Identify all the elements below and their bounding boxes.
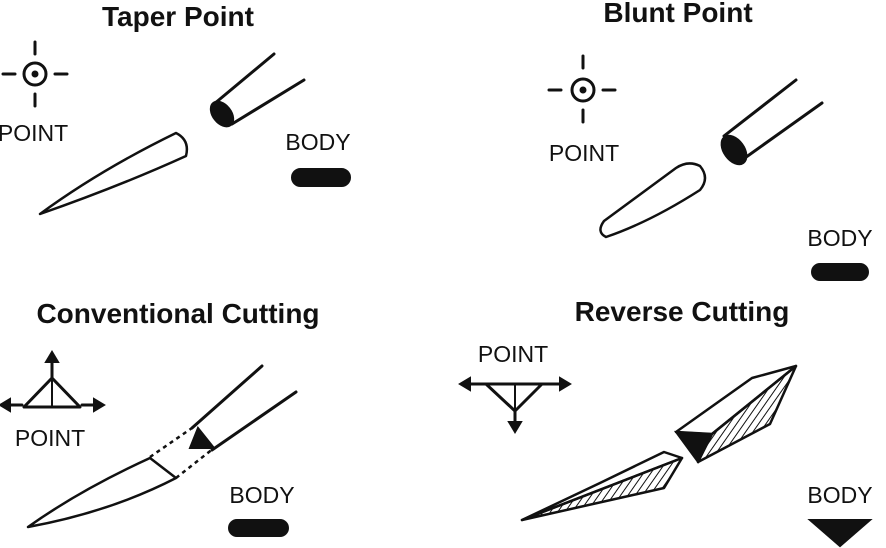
round-body-cross-section xyxy=(291,168,351,187)
reverse-cutting-point-tip xyxy=(520,450,684,522)
taper-point-tip xyxy=(38,131,189,216)
cutting-point-tip xyxy=(26,456,178,529)
panel-reverse-cutting: Reverse Cutting POINT BODY xyxy=(458,296,873,548)
point-label: POINT xyxy=(0,120,68,146)
crosshair-point-icon xyxy=(1,40,69,108)
dashed-edge-line xyxy=(175,447,215,479)
dashed-edge-line xyxy=(149,426,193,459)
panel-title: Blunt Point xyxy=(603,0,752,28)
round-body-cross-section xyxy=(811,263,869,281)
panel-title: Taper Point xyxy=(102,1,254,32)
needle-body-segment xyxy=(720,78,824,166)
needle-body-segment xyxy=(188,364,298,452)
needle-body-segment xyxy=(673,364,798,464)
body-label: BODY xyxy=(807,225,872,251)
body-label: BODY xyxy=(229,482,294,508)
point-label: POINT xyxy=(15,425,85,451)
inverted-triangle-arrows-point-icon xyxy=(458,376,572,434)
body-label: BODY xyxy=(807,482,872,508)
crosshair-point-icon xyxy=(547,54,617,124)
needle-body-segment xyxy=(209,52,306,128)
body-label: BODY xyxy=(285,129,350,155)
triangle-body-cross-section xyxy=(807,519,873,548)
point-label: POINT xyxy=(549,140,619,166)
panel-taper-point: Taper Point POINT BODY xyxy=(0,1,351,216)
panel-blunt-point: Blunt Point POINT BODY xyxy=(547,0,873,281)
triangle-arrows-point-icon xyxy=(0,350,106,413)
panel-title: Conventional Cutting xyxy=(36,298,319,329)
blunt-point-tip xyxy=(599,162,707,239)
body-cross-section xyxy=(228,519,289,537)
point-label: POINT xyxy=(478,341,548,367)
panel-title: Reverse Cutting xyxy=(575,296,790,327)
panel-conventional-cutting: Conventional Cutting POINT BODY xyxy=(0,298,320,537)
